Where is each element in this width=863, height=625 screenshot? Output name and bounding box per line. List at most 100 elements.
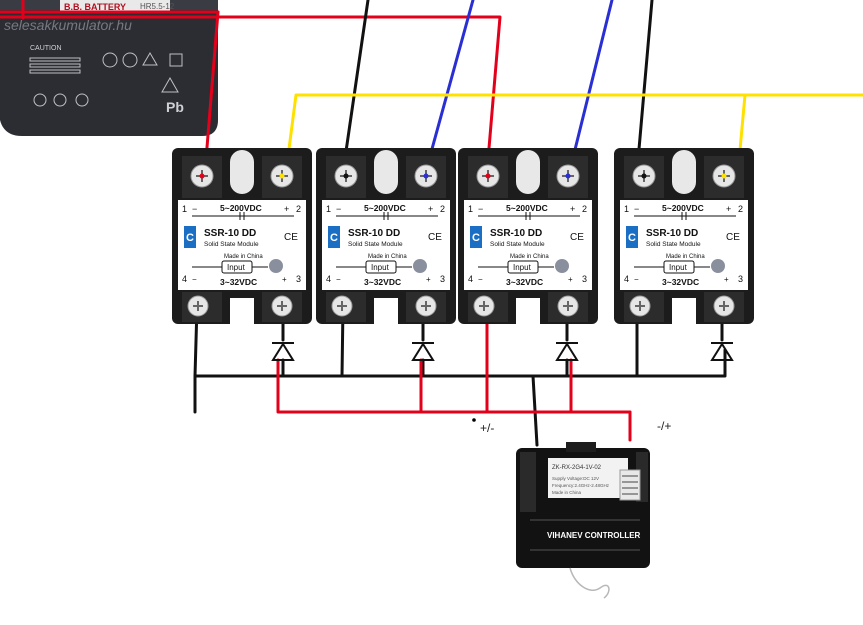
status-led [413,259,427,273]
output-voltage: 5~200VDC [364,203,406,213]
terminal-3-label: 3 [296,274,301,284]
battery-to-relay1-wire [203,10,220,174]
input-minus: − [478,275,483,284]
diode-symbol [411,342,435,361]
output-voltage: 5~200VDC [662,203,704,213]
svg-text:C: C [186,232,194,244]
terminal-4-label: 4 [182,274,187,284]
terminal-2-label: 2 [582,204,587,214]
battery-model: HR5.5-12 [140,2,175,11]
input-voltage: 3~32VDC [506,277,543,287]
terminal-1-label: 1 [182,204,187,214]
diodes [271,342,734,361]
black-wire-relay4 [635,0,654,174]
input-plus: + [426,275,431,284]
relay-mount-slot [374,150,398,194]
ssr-relay-module: 1 2 − +5~200VDC C SSR-10 DD Solid State Module… [316,148,456,324]
output-minus: − [634,204,639,214]
relay-origin: Made in China [510,254,549,260]
relay-model: SSR-10 DD [646,228,698,239]
relay-subtitle: Solid State Module [646,241,701,248]
terminal-3-label: 3 [582,274,587,284]
terminal-2-label: 2 [738,204,743,214]
output-voltage: 5~200VDC [220,203,262,213]
junction-dot [472,418,476,422]
diode-symbol [555,342,579,361]
input-plus: + [282,275,287,284]
input-label: Input [371,263,390,272]
terminal-4-label: 4 [326,274,331,284]
relay-mount-slot [516,150,540,194]
output-minus: − [336,204,341,214]
relay-mount-slot-bottom [374,298,398,324]
terminal-1-label: 1 [326,204,331,214]
output-minus: − [478,204,483,214]
svg-text:C: C [472,232,480,244]
relay-mount-slot-bottom [516,298,540,324]
brand-logo-icon [626,226,638,248]
battery-safety-icons [29,52,183,107]
ce-mark: CE [726,232,740,243]
output-plus: + [570,204,575,214]
battery: B.B. BATTERY HR5.5-12 selesakkumulator.h… [0,0,218,136]
relay-subtitle: Solid State Module [348,241,403,248]
terminal-1-label: 1 [624,204,629,214]
brand-logo-icon [184,226,196,248]
relay-model: SSR-10 DD [204,228,256,239]
output-minus: − [192,204,197,214]
battery-watermark: selesakkumulator.hu [4,17,132,33]
terminal-3-label: 3 [738,274,743,284]
battery-brand: B.B. BATTERY [64,2,126,12]
brand-logo-icon [470,226,482,248]
svg-text:C: C [330,232,338,244]
input-voltage: 3~32VDC [220,277,257,287]
black-wire-relay2 [341,0,370,174]
battery-lead-symbol: Pb [166,99,184,115]
label-right-polarity: -/+ [657,419,671,433]
brand-logo-icon [328,226,340,248]
relay-origin: Made in China [224,254,263,260]
battery-brand-plate [60,0,170,12]
input-plus: + [568,275,573,284]
controller-name: VIHANEV CONTROLLER [547,531,641,540]
ce-mark: CE [570,232,584,243]
controller-spec-2: Frequency:2.4GHz-2.48GHz [552,483,610,488]
diode-symbol [271,342,295,361]
terminal-3-label: 3 [440,274,445,284]
output-plus: + [726,204,731,214]
input-minus: − [634,275,639,284]
relay-label-panel [620,200,748,290]
relay-origin: Made in China [368,254,407,260]
controller-connector [619,469,641,501]
terminal-2-label: 2 [440,204,445,214]
ce-mark: CE [428,232,442,243]
input-voltage: 3~32VDC [364,277,401,287]
relay-mount-slot [230,150,254,194]
relay-model: SSR-10 DD [348,228,400,239]
terminal-1-label: 1 [468,204,473,214]
relay-label-panel [322,200,450,290]
controller-model: ZK-RX-2G4-1V-02 [552,465,602,471]
relay-origin: Made in China [666,254,705,260]
ce-mark: CE [284,232,298,243]
controller-spec-3: Made in China [552,490,582,495]
red-input-bus [276,358,632,414]
controller-antenna [569,567,610,599]
relay-subtitle: Solid State Module [204,241,259,248]
label-left-polarity: +/- [480,421,494,435]
input-minus: − [336,275,341,284]
relay-mount-slot [672,150,696,194]
controller-spec-1: Supply Voltage:DC 12V [552,476,599,481]
diode-symbol [710,342,734,361]
terminal-2-label: 2 [296,204,301,214]
controller-label-sticker [548,458,628,498]
input-voltage: 3~32VDC [662,277,699,287]
relay-label-panel [178,200,306,290]
relay-label-panel [464,200,592,290]
output-plus: + [428,204,433,214]
output-voltage: 5~200VDC [506,203,548,213]
